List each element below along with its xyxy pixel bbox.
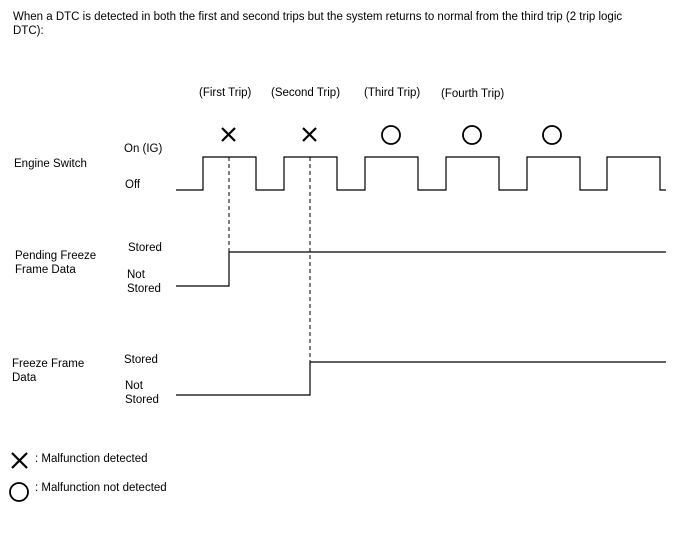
- pending-not-label-line1: Not: [127, 269, 145, 281]
- trip-label-third: (Third Trip): [364, 87, 421, 99]
- engine-off-label: Off: [125, 179, 141, 191]
- pending-label-line2: Frame Data: [15, 264, 76, 276]
- trip-3-circle-icon: [381, 125, 401, 145]
- pending-freeze-waveform: [176, 251, 666, 287]
- trip-1-cross-icon: [221, 127, 236, 142]
- freeze-not-label-line2: Stored: [125, 394, 159, 406]
- freeze-frame-waveform: [176, 361, 666, 396]
- freeze-not-label-line1: Not: [125, 380, 143, 392]
- intro-text: When a DTC is detected in both the first…: [13, 11, 623, 37]
- trip-2-cross-icon: [302, 127, 317, 142]
- engine-switch-waveform: [176, 156, 666, 191]
- freeze-label-line2: Data: [12, 372, 37, 384]
- trip-label-first: (First Trip): [199, 87, 252, 99]
- trip-label-fourth: (Fourth Trip): [441, 88, 505, 100]
- legend-cross-icon: [11, 452, 28, 469]
- trip-label-second: (Second Trip): [271, 87, 341, 99]
- freeze-stored-label: Stored: [124, 354, 158, 366]
- pending-label-line1: Pending Freeze: [15, 250, 97, 262]
- freeze-label-line1: Freeze Frame: [12, 358, 85, 370]
- legend-not-detected-label: : Malfunction not detected: [35, 482, 167, 494]
- engine-on-label: On (IG): [124, 143, 163, 155]
- trip-4-circle-icon: [462, 125, 482, 145]
- pending-stored-label: Stored: [128, 242, 162, 254]
- engine-switch-label: Engine Switch: [14, 158, 87, 170]
- trip-5-circle-icon: [542, 125, 562, 145]
- pending-not-label-line2: Stored: [127, 283, 161, 295]
- legend-detected-label: : Malfunction detected: [35, 453, 148, 465]
- legend-circle-icon: [9, 482, 29, 502]
